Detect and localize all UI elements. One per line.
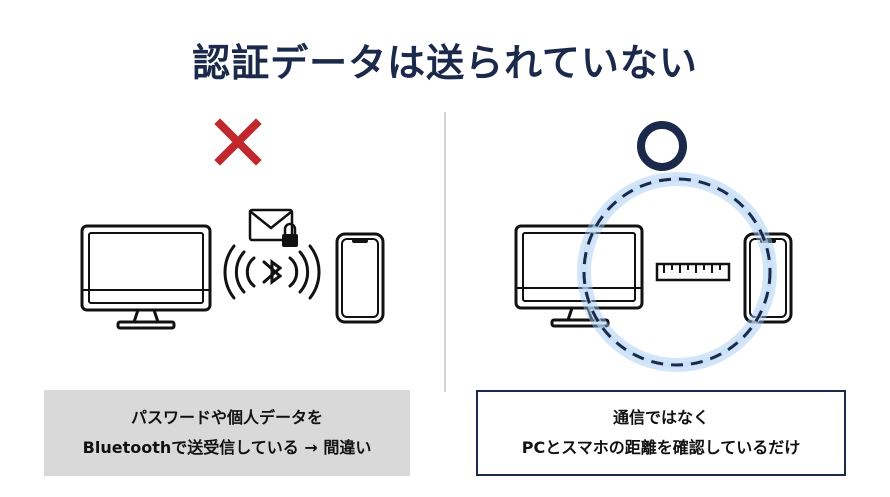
right-scene — [514, 172, 793, 372]
left-caption-line2: Bluetoothで送受信している → 間違い — [82, 438, 372, 457]
ruler-icon — [655, 262, 731, 282]
smartphone-icon — [335, 232, 385, 324]
right-caption-line1: 通信ではなく — [612, 408, 709, 427]
proximity-ring-icon — [577, 172, 777, 372]
right-caption-box: 通信ではなく PCとスマホの距離を確認しているだけ — [476, 390, 846, 476]
panel-divider — [444, 112, 446, 392]
left-caption-box: パスワードや個人データを Bluetoothで送受信している → 間違い — [44, 390, 410, 476]
cross-mark-icon — [214, 118, 262, 166]
left-caption-line1: パスワードや個人データを — [130, 408, 323, 427]
page-title: 認証データは送られていない — [192, 41, 698, 85]
bluetooth-signal-icon — [223, 244, 321, 300]
smartphone-icon — [743, 232, 793, 324]
desktop-monitor-icon — [514, 224, 644, 328]
desktop-monitor-icon — [80, 224, 212, 330]
envelope-lock-icon — [248, 208, 298, 247]
left-scene — [80, 208, 385, 330]
circle-mark-icon — [637, 121, 687, 171]
right-caption-line2: PCとスマホの距離を確認しているだけ — [521, 438, 801, 457]
